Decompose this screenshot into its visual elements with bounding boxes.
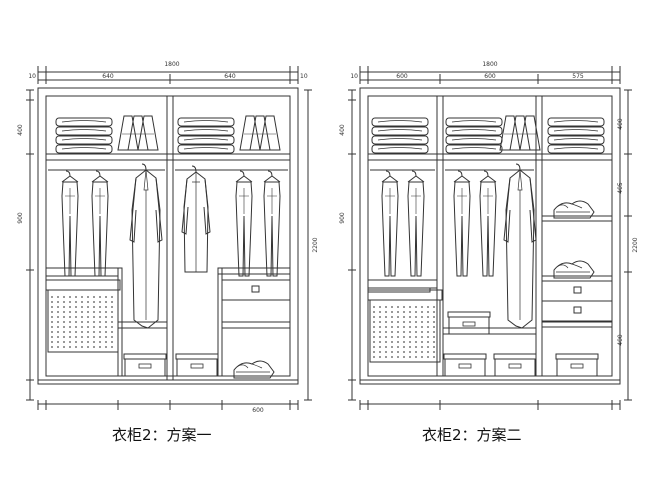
plan2-dimension-labels: 1800 10 600 600 575 400 900 400 405 2200… — [339, 61, 639, 346]
plan1-right-panel-dim: 10 — [300, 73, 308, 80]
plan2-right-height-1: 400 — [617, 118, 624, 130]
plan1-total-width: 1800 — [164, 61, 179, 68]
plan1-total-height: 2200 — [312, 237, 319, 252]
plan2-right-height-3: 400 — [617, 334, 624, 346]
plan2-right-height-2: 405 — [617, 182, 624, 194]
plan1-dimension-labels: 1800 10 640 640 10 400 900 2200 600 — [17, 61, 319, 414]
plan2-shelf-height: 400 — [339, 124, 346, 136]
plan2-section1-dim: 600 — [396, 73, 408, 80]
plan2-hang-height: 900 — [339, 212, 346, 224]
plan2-total-width: 1800 — [482, 61, 497, 68]
plan1-left-section-dim: 640 — [102, 73, 114, 80]
plan1-caption: 衣柜2：方案一 — [112, 426, 212, 444]
plan1-shelf-height: 400 — [17, 124, 24, 136]
plan1-drawing — [26, 66, 312, 410]
plan1-bottom-dim: 600 — [252, 407, 264, 414]
plan2-total-height: 2200 — [632, 237, 639, 252]
plan1-hang-height: 900 — [17, 212, 24, 224]
plan2-section3-dim: 575 — [572, 73, 584, 80]
plan2-caption: 衣柜2：方案二 — [422, 426, 522, 444]
plan2-section2-dim: 600 — [484, 73, 496, 80]
plan2-drawing — [348, 66, 632, 410]
plan2-left-panel-dim: 10 — [350, 73, 358, 80]
plan1-left-panel-dim: 10 — [28, 73, 36, 80]
plan1-right-section-dim: 640 — [224, 73, 236, 80]
